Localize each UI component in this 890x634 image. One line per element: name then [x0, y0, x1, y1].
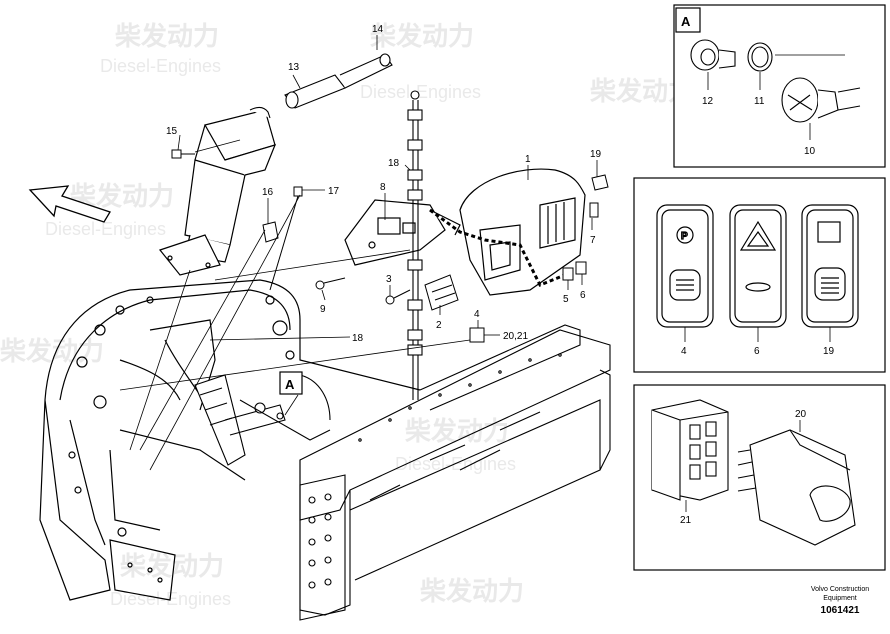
svg-text:A: A: [285, 377, 295, 392]
wiring-harness: [429, 208, 566, 287]
callout-20-21: 20,21: [503, 331, 528, 342]
callout-18-mid: 18: [352, 333, 364, 344]
callout-4-inset: 4: [681, 346, 687, 357]
inset-20-21: 21 20: [633, 384, 886, 571]
callout-8: 8: [380, 182, 386, 193]
main-callouts: 14 13 15 16 17 8 18 1 19 7 5 6 2 3 9 18 …: [166, 24, 602, 344]
callout-16: 16: [262, 187, 274, 198]
clip-16: [262, 221, 279, 243]
callout-13: 13: [288, 62, 300, 73]
callout-17: 17: [328, 186, 340, 197]
callout-9: 9: [320, 304, 326, 315]
callout-2: 2: [436, 320, 442, 331]
socket-12: [690, 39, 736, 71]
ring-11: [747, 42, 773, 72]
callout-4: 4: [474, 309, 480, 320]
callout-21: 21: [680, 515, 692, 526]
company-line-1: Volvo Construction: [811, 586, 869, 593]
side-panel: [299, 324, 611, 621]
watermark-en: Diesel-Engines: [360, 82, 481, 102]
parking-brake-icon: P: [681, 231, 688, 242]
callout-3: 3: [386, 274, 392, 285]
screw-9: [315, 277, 346, 290]
watermark-cn: 柴发动力: [114, 21, 219, 51]
callout-19-inset: 19: [823, 346, 835, 357]
inset-a: A 12 11 10: [673, 4, 886, 168]
switch-20-21: [469, 327, 485, 343]
watermark-cn: 柴发动力: [119, 551, 224, 581]
callout-6-inset: 6: [754, 346, 760, 357]
inset-switches: P 4 6 19: [633, 177, 886, 373]
steering-column: [158, 109, 277, 276]
watermark-group: 柴发动力 Diesel-Engines 柴发动力 Diesel-Engines …: [0, 21, 694, 609]
callout-15: 15: [166, 126, 178, 137]
footer: Volvo Construction Equipment 1061421: [811, 586, 869, 616]
callout-6: 6: [580, 290, 586, 301]
watermark-cn: 柴发动力: [419, 576, 524, 606]
blank-symbol-icon: [817, 221, 841, 243]
instrument-cluster: [344, 199, 461, 266]
switch-hazard: [729, 204, 787, 328]
callout-10: 10: [804, 146, 816, 157]
leader-lines: [119, 35, 598, 471]
detail-marker-a: A: [279, 371, 303, 395]
watermark-en: Diesel-Engines: [45, 219, 166, 239]
inset-a-tag: A: [681, 14, 691, 29]
callout-5: 5: [563, 294, 569, 305]
drawing-number: 1061421: [821, 605, 860, 616]
pedal-assembly: [194, 374, 331, 466]
callout-7: 7: [590, 235, 596, 246]
connector-2: [424, 274, 459, 311]
switch-parking-brake: P: [656, 204, 714, 328]
callout-18-top: 18: [388, 158, 400, 169]
company-line-2: Equipment: [823, 595, 857, 602]
switch-panel-cover: [459, 168, 586, 296]
lighter-10: [781, 77, 861, 123]
screw-15: [171, 149, 195, 159]
screw-17: [269, 186, 303, 291]
callout-12: 12: [702, 96, 714, 107]
housing-21: [651, 399, 729, 501]
stalk-switch: [249, 53, 393, 119]
callout-19: 19: [590, 149, 602, 160]
callout-11: 11: [754, 96, 765, 107]
watermark-cn: 柴发动力: [404, 416, 509, 446]
vertical-harness: [407, 90, 423, 400]
callout-14: 14: [372, 24, 384, 35]
callout-20: 20: [795, 409, 807, 420]
hazard-icon: [739, 220, 777, 251]
watermark-cn: 柴发动力: [369, 21, 474, 51]
direction-arrow-icon: [28, 185, 111, 223]
watermark-en: Diesel-Engines: [100, 56, 221, 76]
callout-1: 1: [525, 154, 531, 165]
rocker-switch-20: [737, 429, 856, 546]
switch-blank: [801, 204, 859, 328]
